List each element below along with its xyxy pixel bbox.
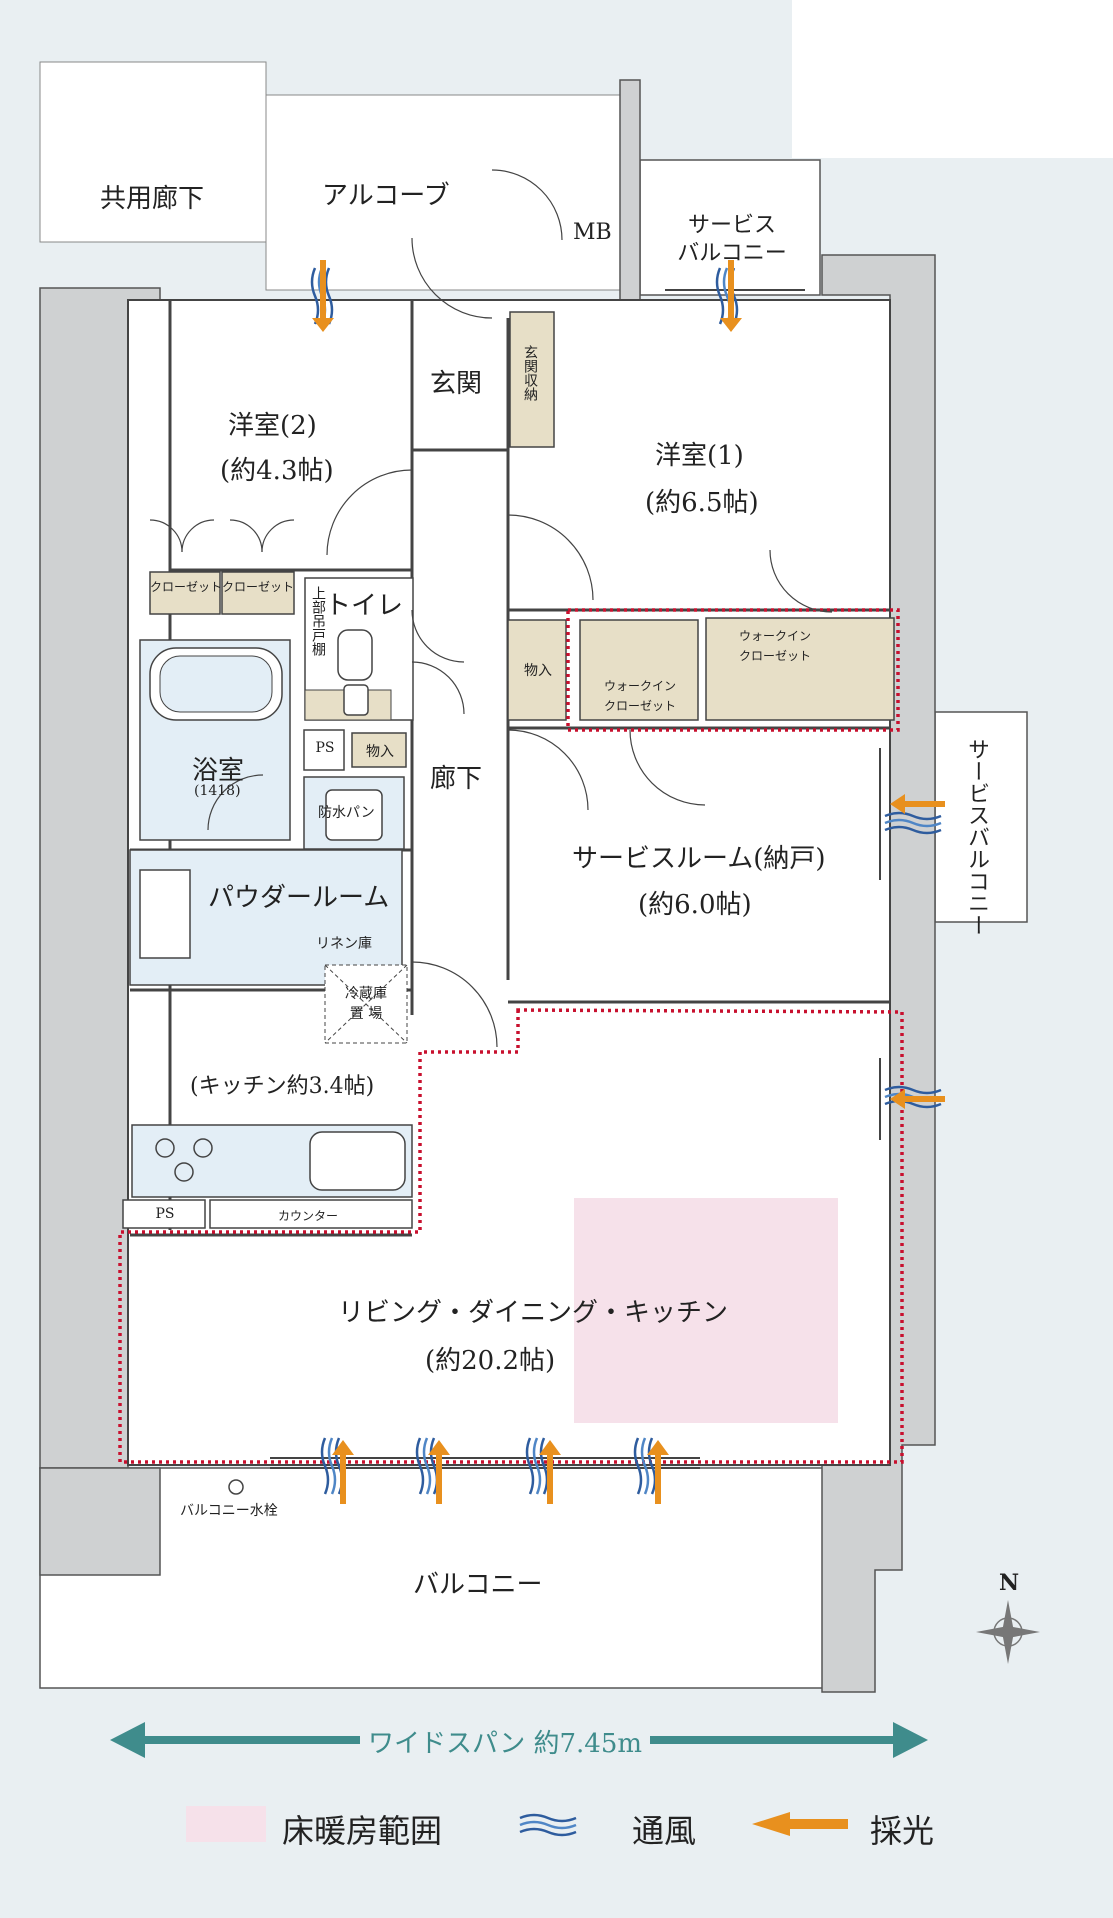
- upper-shelf-label: 上部吊戸棚: [310, 586, 326, 656]
- legend-ventilation-label: 通風: [632, 1812, 697, 1850]
- western-room-1-size: (約6.5帖): [645, 488, 759, 518]
- legend-light-arrow: [752, 1812, 848, 1836]
- bathroom-label: 浴室: [192, 756, 245, 786]
- waterproof-pan-label: 防水パン: [318, 805, 375, 821]
- fridge-space-label: 冷蔵庫 置 場: [345, 986, 387, 1022]
- ps-1-label: PS: [315, 740, 335, 756]
- western-room-2-label: 洋室(2): [228, 411, 317, 441]
- hallway-label: 廊下: [430, 764, 483, 794]
- ps-2-label: PS: [155, 1206, 175, 1222]
- legend-daylight-label: 採光: [870, 1812, 935, 1850]
- mb-label: MB: [573, 220, 612, 245]
- powder-room-label: パウダールーム: [208, 883, 390, 913]
- compass-rose: [976, 1600, 1040, 1664]
- closet-2-label: クローゼット: [222, 580, 295, 594]
- legend-floor-heating-label: 床暖房範囲: [282, 1812, 443, 1850]
- closet-1-label: クローゼット: [150, 580, 223, 594]
- western-room-2-size: (約4.3帖): [220, 456, 334, 486]
- service-balcony-top-label: サービス バルコニー: [677, 213, 787, 266]
- balcony-label: バルコニー: [413, 1570, 543, 1600]
- bathroom-size: (1418): [194, 783, 241, 799]
- walk-in-closet-2-label: ウォークイン クローゼット: [738, 629, 811, 663]
- legend-wind-icon: [518, 1813, 578, 1837]
- counter-label: カウンター: [278, 1209, 339, 1223]
- balcony-faucet-label: バルコニー水栓: [180, 1503, 278, 1519]
- floor-heating-area: [574, 1198, 838, 1423]
- toilet-label: トイレ: [325, 591, 404, 621]
- kitchen-label: (キッチン約3.4帖): [190, 1074, 375, 1099]
- linen-storage-label: リネン庫: [316, 936, 372, 952]
- compass-north-label: N: [999, 1570, 1020, 1596]
- service-room-label: サービスルーム(納戸): [572, 844, 826, 874]
- wide-span-label: ワイドスパン 約7.45m: [367, 1729, 643, 1759]
- walk-in-closet-1-label: ウォークイン クローゼット: [603, 679, 676, 713]
- storage-1-label: 物入: [524, 663, 552, 679]
- service-balcony-side-label: サービスバルコニー: [964, 738, 989, 936]
- entrance-storage-label: 玄関収納: [522, 345, 538, 401]
- common-corridor-label: 共用廊下: [100, 184, 205, 214]
- ldk-label: リビング・ダイニング・キッチン: [338, 1298, 729, 1328]
- legend-floor-heating-swatch: [186, 1806, 266, 1842]
- wide-span-arrow: [110, 1722, 928, 1758]
- storage-2-label: 物入: [366, 744, 394, 760]
- service-room-size: (約6.0帖): [638, 890, 752, 920]
- alcove-label: アルコーブ: [322, 181, 450, 211]
- entrance-label: 玄関: [430, 369, 483, 399]
- western-room-1-label: 洋室(1): [655, 441, 744, 471]
- ldk-size: (約20.2帖): [425, 1346, 556, 1376]
